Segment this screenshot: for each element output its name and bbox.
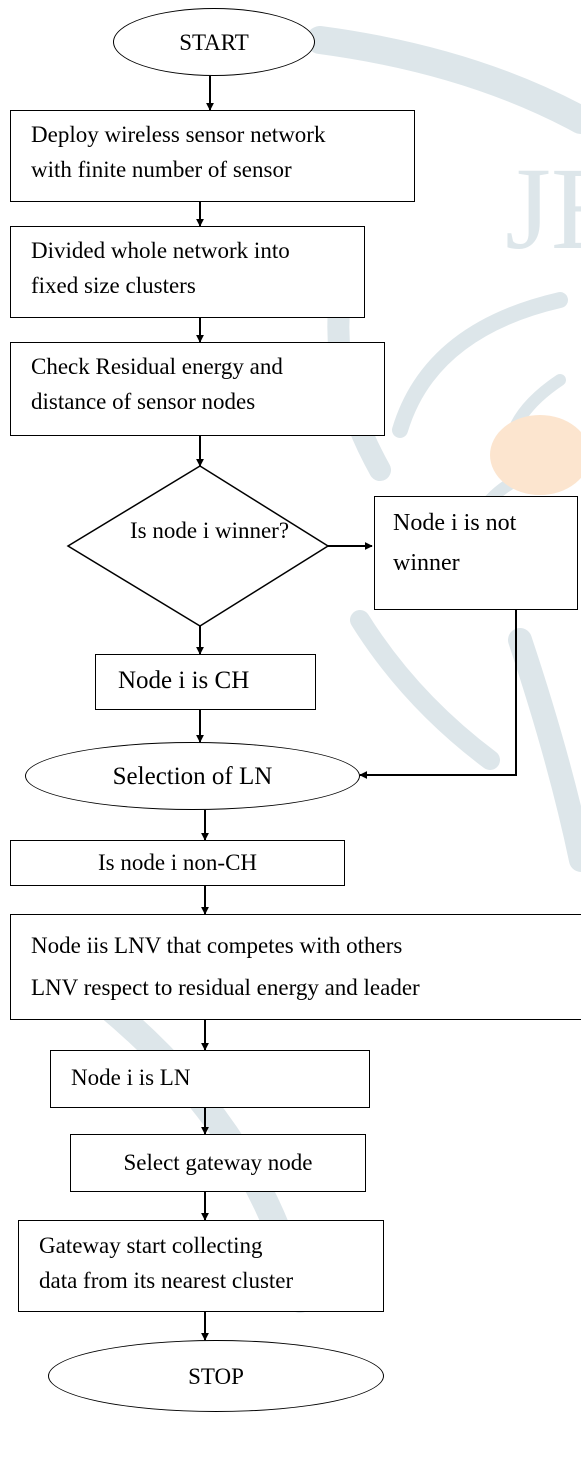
watermark-text: JE — [505, 143, 581, 274]
collect-line-2: data from its nearest cluster — [39, 1268, 294, 1293]
not-winner-line-2: winner — [393, 550, 460, 576]
decision-line-1: Is node i — [130, 518, 210, 543]
non-ch-box: Is node i non-CH — [10, 840, 345, 886]
decision-line-2: winner? — [214, 518, 290, 543]
select-gateway-box: Select gateway node — [70, 1134, 366, 1192]
arrow-not-winner-to-selection — [359, 610, 517, 779]
non-ch-label: Is node i non-CH — [97, 850, 258, 875]
node-is-ln-box: Node i is LN — [50, 1050, 370, 1108]
not-winner-box: Node i is not winner — [374, 496, 578, 610]
deploy-line-2: with finite number of sensor — [31, 157, 292, 182]
node-is-ch-box: Node i is CH — [95, 654, 316, 710]
divide-line-2: fixed size clusters — [31, 273, 196, 298]
check-line-1: Check Residual energy and — [31, 354, 283, 379]
stop-terminal: STOP — [48, 1340, 384, 1412]
gateway-collect-box: Gateway start collecting data from its n… — [18, 1220, 384, 1312]
deploy-network-box: Deploy wireless sensor network with fini… — [10, 110, 415, 202]
collect-line-1: Gateway start collecting — [39, 1233, 263, 1258]
node-is-ch-label: Node i is CH — [118, 667, 250, 694]
gateway-label: Select gateway node — [123, 1150, 313, 1175]
lnv-line-2: LNV respect to residual energy and leade… — [31, 975, 420, 1000]
start-label: START — [179, 29, 249, 55]
divide-line-1: Divided whole network into — [31, 238, 290, 263]
decision-label: Is node i winner? — [130, 513, 289, 548]
selection-of-ln-ellipse: Selection of LN — [25, 742, 360, 810]
stop-label: STOP — [188, 1363, 244, 1389]
selection-label: Selection of LN — [112, 762, 273, 790]
node-is-ln-label: Node i is LN — [71, 1065, 191, 1090]
start-terminal: START — [113, 8, 315, 76]
deploy-line-1: Deploy wireless sensor network — [31, 122, 326, 147]
lnv-compete-box: Node iis LNV that competes with others L… — [10, 914, 581, 1020]
not-winner-line-1: Node i is not — [393, 510, 517, 536]
lnv-line-1: Node iis LNV that competes with others — [31, 933, 403, 958]
check-line-2: distance of sensor nodes — [31, 389, 256, 414]
decision-diamond — [66, 465, 330, 627]
check-energy-box: Check Residual energy and distance of se… — [10, 342, 385, 436]
divide-network-box: Divided whole network into fixed size cl… — [10, 226, 365, 318]
